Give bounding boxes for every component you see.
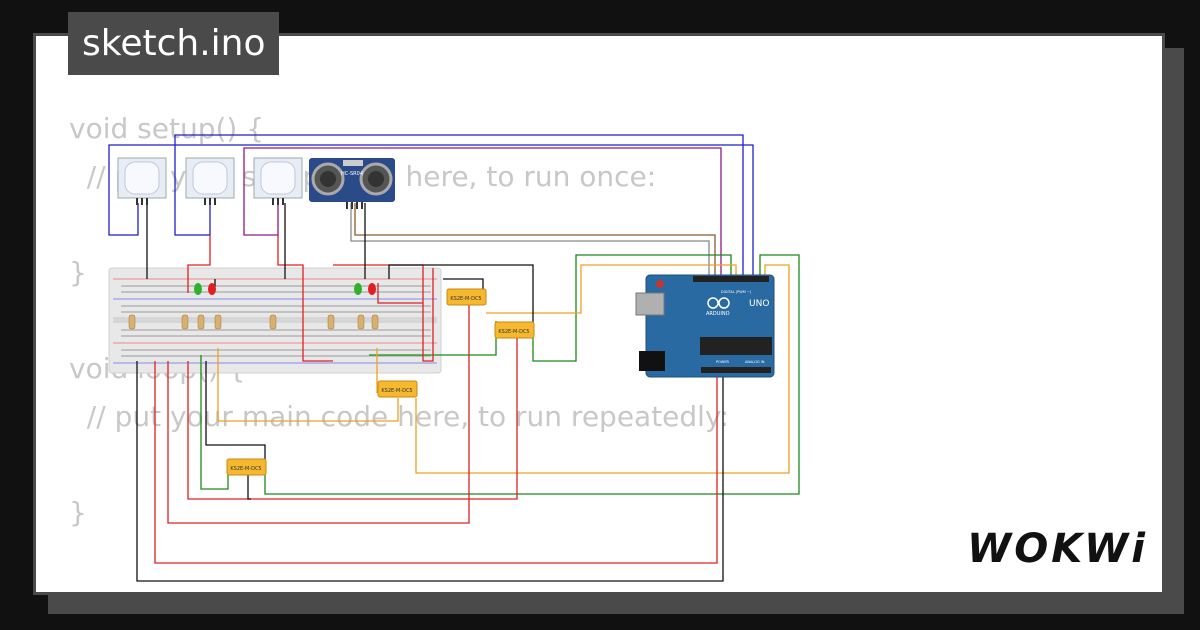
resistors <box>128 314 379 330</box>
code-line: void setup() { <box>69 112 265 145</box>
board-analog-label: ANALOG IN <box>745 360 765 364</box>
ultrasonic-sensor: HC-SR04 <box>309 158 395 209</box>
pir-sensor <box>185 157 235 205</box>
sensor-label: HC-SR04 <box>341 171 363 177</box>
wires <box>108 134 800 582</box>
code-line: } <box>69 256 87 289</box>
relay-label: KS2E-M-DC5 <box>381 388 412 394</box>
file-tab[interactable]: sketch.ino <box>68 12 280 75</box>
relay-label: KS2E-M-DC5 <box>450 296 481 302</box>
pir-sensor <box>253 157 303 205</box>
led-red <box>208 283 216 295</box>
board-power-label: POWER <box>716 360 730 364</box>
led-red <box>368 283 376 295</box>
board-sublabel: ARDUINO <box>706 311 730 317</box>
relay-module: KS2E-M-DC5 <box>377 380 418 398</box>
pir-sensor <box>117 157 167 205</box>
relay-label: KS2E-M-DC5 <box>498 329 529 335</box>
code-line: } <box>69 496 87 529</box>
code-line: // put your main code here, to run repea… <box>69 400 729 433</box>
relay-module: KS2E-M-DC5 <box>226 458 267 476</box>
preview-card: void setup() { // put your setup code he… <box>33 33 1165 595</box>
led-green <box>354 283 362 295</box>
relay-module: KS2E-M-DC5 <box>446 288 487 306</box>
board-label: UNO <box>749 299 769 309</box>
relay-label: KS2E-M-DC5 <box>230 466 261 472</box>
relay-module: KS2E-M-DC5 <box>494 321 535 339</box>
circuit-diagram: HC-SR04 KS2E-M-DC5 KS2 <box>108 134 800 582</box>
wokwi-logo: WOKWi <box>967 526 1148 572</box>
arduino-uno: UNO ARDUINO DIGITAL (PWM ~) POWER ANALOG… <box>635 274 775 378</box>
board-header-label: DIGITAL (PWM ~) <box>721 290 752 294</box>
led-green <box>194 283 202 295</box>
